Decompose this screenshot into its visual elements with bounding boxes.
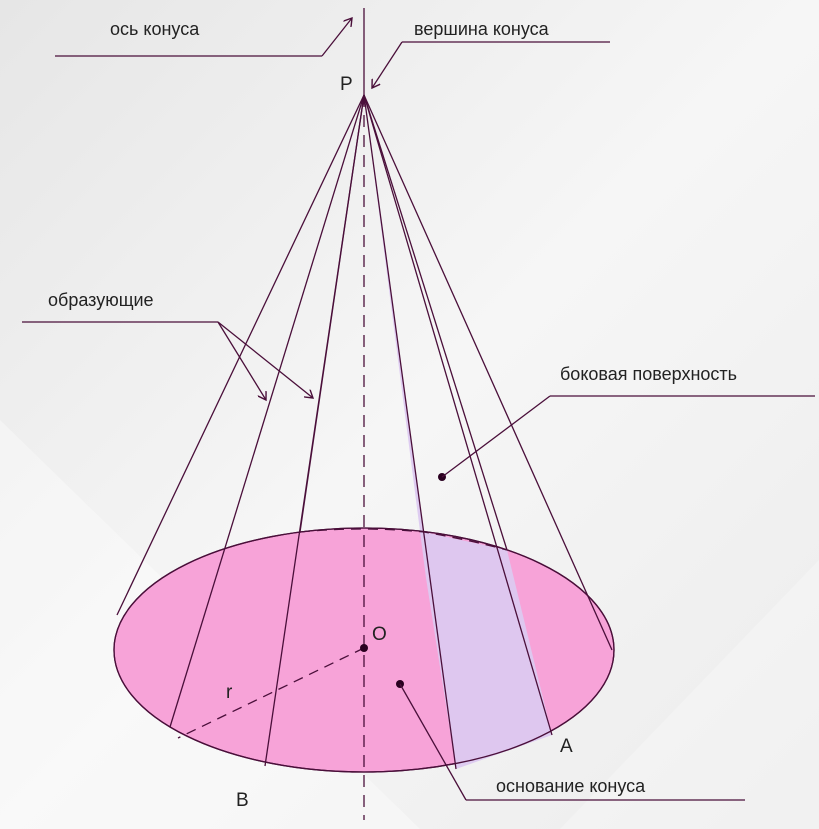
label-axis: ось конуса: [110, 19, 200, 39]
leader-generators-arrow-1: [217, 321, 266, 400]
radius-label-r: r: [226, 682, 233, 703]
generator-6: [363, 94, 508, 551]
leader-generators-arrow-2: [217, 321, 313, 398]
label-lateral-surface: боковая поверхность: [560, 364, 737, 384]
point-o-dot: [360, 644, 368, 652]
generator-3: [299, 94, 365, 533]
generator-4: [363, 94, 457, 770]
leader-lateral-line: [441, 395, 551, 478]
point-label-a: A: [560, 736, 573, 757]
radius-line: [177, 647, 365, 739]
label-apex: вершина конуса: [414, 19, 550, 39]
label-base: основание конуса: [496, 776, 646, 796]
generator-left-outline: [116, 94, 365, 616]
generator-1: [169, 94, 365, 728]
generator-5: [363, 94, 553, 736]
label-generators: образующие: [48, 290, 154, 310]
point-label-b: B: [236, 790, 249, 811]
generator-right-outline: [363, 94, 613, 651]
leader-apex-arrow: [372, 41, 403, 88]
leader-axis-arrow: [321, 18, 352, 57]
point-label-o: O: [372, 624, 387, 645]
leader-base-line: [399, 683, 467, 801]
point-label-p: P: [340, 74, 353, 95]
background-sheen-right: [560, 560, 819, 829]
cone-base-outline: [113, 527, 615, 773]
lateral-surface-strip: [364, 95, 552, 769]
